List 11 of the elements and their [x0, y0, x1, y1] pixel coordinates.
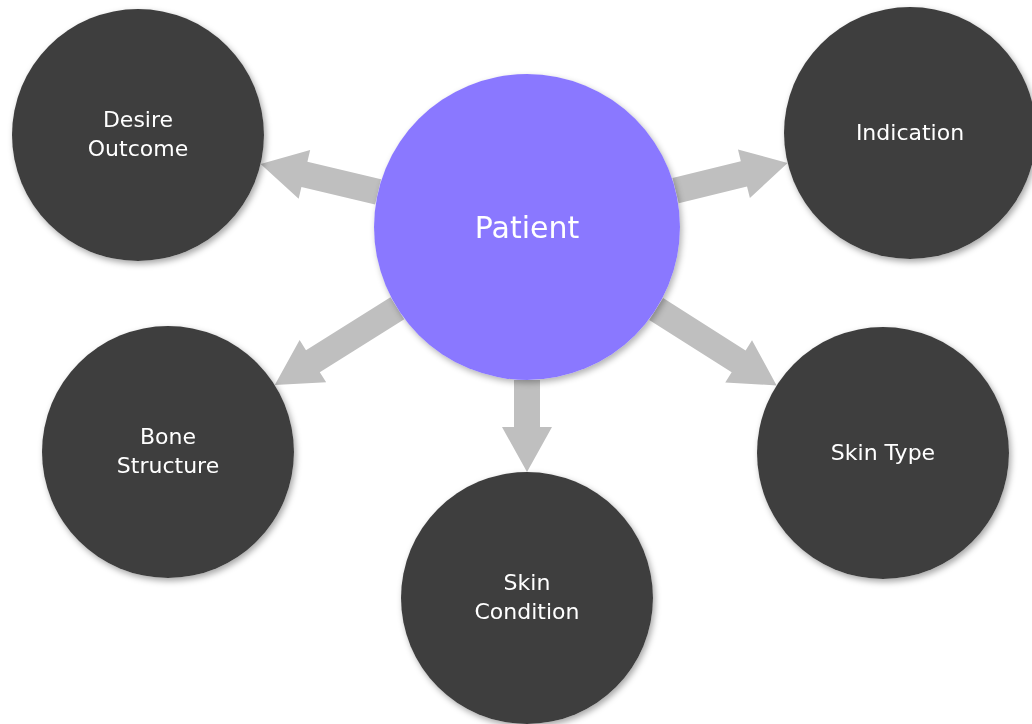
block-arrow [274, 297, 405, 386]
block-arrow [260, 150, 382, 205]
node-label: Patient [474, 208, 580, 247]
node-label: Bone Structure [115, 423, 221, 480]
node-label: Desire Outcome [86, 106, 190, 163]
node-label: Indication [855, 118, 965, 147]
node-label: Skin Type [830, 438, 936, 467]
node-label: Skin Condition [473, 569, 581, 626]
block-arrow [502, 380, 552, 472]
block-arrow [672, 149, 788, 204]
block-arrow [649, 298, 777, 386]
